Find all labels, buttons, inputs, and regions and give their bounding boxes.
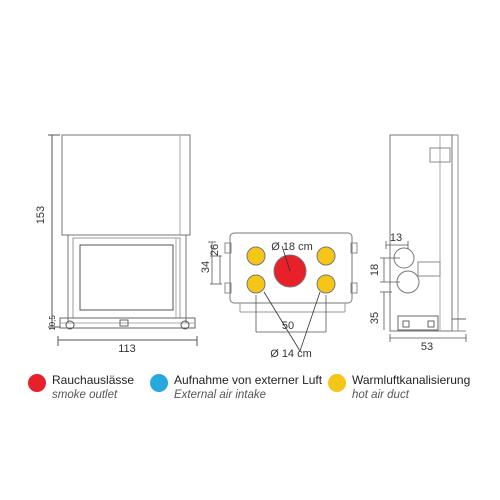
- hot-air-duct-outlet-3: [246, 274, 266, 294]
- smoke-diameter-label: Ø 18 cm: [271, 241, 313, 253]
- hot-air-color-dot: [328, 374, 346, 392]
- hot-air-duct-outlet-1: [246, 246, 266, 266]
- fire-glass: [79, 244, 174, 311]
- legend-smoke-outlet: Rauchauslässe smoke outlet: [28, 373, 134, 403]
- legend-label-de: Warmluftkanalisierung: [352, 373, 471, 387]
- legend-label-de: Rauchauslässe: [52, 373, 135, 387]
- side-body: [389, 134, 453, 332]
- external-air-color-dot: [150, 374, 168, 392]
- legend-hot-air-duct: Warmluftkanalisierung hot air duct: [328, 373, 470, 403]
- top-view: [224, 232, 358, 313]
- legend-label-en: External air intake: [174, 389, 267, 401]
- dim-18-label: 18: [369, 264, 381, 276]
- dim-13-label: 13: [390, 232, 402, 244]
- duct-diameter-label: Ø 14 cm: [270, 348, 312, 360]
- dim-26-label: 26: [209, 244, 221, 256]
- dim-34-label: 34: [200, 261, 212, 273]
- smoke-outlet-color-dot: [28, 374, 46, 392]
- legend-label-en: smoke outlet: [52, 389, 118, 401]
- dim-50-label: 50: [282, 320, 294, 332]
- legend-label-de: Aufnahme von externer Luft: [174, 373, 323, 387]
- front-height-label: 153: [35, 206, 47, 224]
- legend-external-air-intake: Aufnahme von externer Luft External air …: [150, 373, 322, 403]
- side-depth-label: 53: [421, 341, 433, 353]
- hot-air-duct-outlet-4: [316, 274, 336, 294]
- front-hood: [61, 134, 191, 236]
- front-small-label: 10,5: [48, 315, 57, 331]
- top-view-outlets: [246, 246, 336, 294]
- hot-air-duct-outlet-2: [316, 246, 336, 266]
- top-view-outline: [229, 232, 353, 304]
- front-view: [48, 134, 198, 346]
- top-view-dimensions: [208, 241, 327, 352]
- legend-label-en: hot air duct: [352, 389, 409, 401]
- side-view: [389, 134, 466, 332]
- front-width-label: 113: [118, 343, 136, 355]
- dim-35-label: 35: [369, 312, 381, 324]
- side-view-dimensions: [380, 241, 467, 342]
